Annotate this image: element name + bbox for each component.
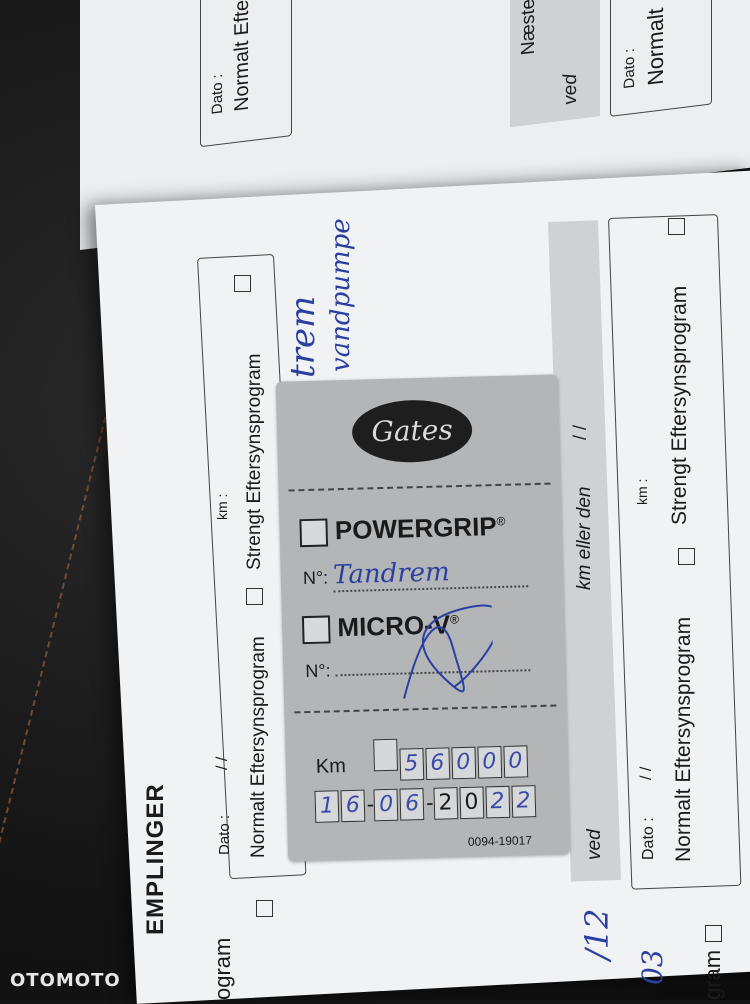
date-digit: 0 [459,786,484,820]
sticker-divider-top [288,482,551,492]
right-strict-checkbox[interactable] [668,218,685,235]
gates-service-sticker: Gates POWERGRIP® N°: Tandrem MICRO-V® N°… [275,374,571,862]
middle-slashes: / / [570,424,590,440]
km-digit: 0 [450,746,476,780]
back-next-label: Næste eft [518,0,539,57]
back-ved-label: ved [560,72,581,107]
right-km-label: km : [634,478,650,505]
powergrip-checkbox[interactable] [299,518,329,548]
left-strict-checkbox[interactable] [234,275,251,292]
km-digit: 0 [502,745,528,778]
handwritten-note-line1: trem [283,295,323,378]
powergrip-no-label: N°: [302,567,329,589]
left-normal-program-text: Normalt Eftersynsprogram [248,636,269,858]
date-digit: 6 [340,789,366,823]
right-date-label: Dato : [640,817,657,860]
left-km-label: km : [214,493,230,520]
date-digit: 1 [314,790,340,823]
right-strict-program: Strengt Eftersynsprogram [668,285,691,525]
back-program-label: Normalt Efte [231,0,253,113]
handwritten-number: /12 [578,908,616,961]
otomoto-watermark: OTOMOTO [10,970,121,991]
left-partial-checkbox[interactable] [256,900,273,917]
right-partial-checkbox[interactable] [705,925,722,942]
powergrip-reg: ® [496,514,506,529]
microv-checkbox[interactable] [301,615,331,645]
sticker-code: 0094-19017 [467,833,533,849]
left-date-label: Dato : [216,814,233,855]
middle-ved-label: ved [584,829,605,860]
date-digit: 6 [399,788,425,821]
back-program-label-2: Normalt [643,6,668,87]
handwritten-note-line2: vandpumpe [326,218,356,372]
back-page-date-box: Dato : Normalt Efte [200,0,292,148]
left-strict-program: Strengt Eftersynsprogram [244,353,265,570]
date-digit: 2 [511,785,536,818]
left-normal-checkbox[interactable] [246,588,263,605]
back-date-label-2: Dato : [621,47,638,90]
date-digit: 2 [485,785,510,819]
right-slashes: / / [638,766,655,780]
km-digit [372,738,398,772]
left-normal-program: Normalt Eftersynsprogram [248,636,270,858]
gates-logo: Gates [351,398,473,464]
km-digit: 6 [424,747,450,780]
left-partial-program: ogram [210,937,235,1000]
km-digit: 5 [398,748,424,781]
middle-km-eller-den: km eller den [574,486,595,591]
date-digit: 0 [373,788,399,822]
powergrip-label: POWERGRIP [334,511,498,546]
right-normal-checkbox[interactable] [678,548,695,565]
km-digit: 0 [476,746,502,779]
right-partial-program: gram [700,949,725,1000]
back-page-date-box-2: Dato : Normalt [610,0,712,117]
right-normal-program: Normalt Eftersynsprogram [672,616,695,862]
microv-no-label: N°: [305,660,331,682]
back-page-grey-bar: Næste eft ved [510,0,600,128]
powergrip-row: POWERGRIP® [299,511,506,548]
back-date-label: Dato : [209,73,226,116]
date-digit: 2 [433,787,458,820]
left-date-slashes: / / [214,756,231,770]
signature-scribble [403,604,495,699]
section-title: EMPLINGER [142,783,169,935]
right-partial-number: 03 [636,949,669,985]
km-label: Km [315,755,347,778]
